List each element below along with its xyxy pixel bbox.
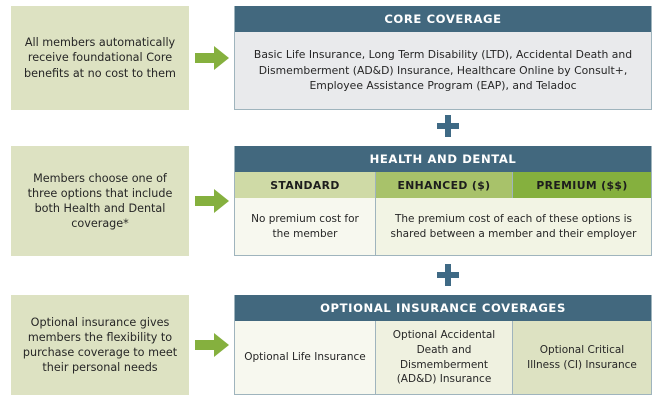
panel-header-health-and-dental: HEALTH AND DENTAL <box>235 146 651 172</box>
tier-cell-standard: No premium cost for the member <box>235 198 376 255</box>
tier-cell-enhanced-premium-merged: The premium cost of each of these option… <box>376 198 651 255</box>
callout-health-and-dental-text: Members choose one of three options that… <box>27 171 173 231</box>
arrow-cell-optional <box>189 295 234 395</box>
panel-header-optional-insurance: OPTIONAL INSURANCE COVERAGES <box>235 295 651 321</box>
tier-header-enhanced: ENHANCED ($) <box>376 172 513 198</box>
panel-body-health-and-dental: STANDARD ENHANCED ($) PREMIUM ($$) No pr… <box>235 172 651 255</box>
plus-connector-2 <box>437 264 459 286</box>
tier-header-row: STANDARD ENHANCED ($) PREMIUM ($$) <box>235 172 651 198</box>
callout-health-and-dental: Members choose one of three options that… <box>11 146 189 256</box>
section-core-coverage: All members automatically receive founda… <box>0 6 660 110</box>
optional-cell-life-insurance: Optional Life Insurance <box>235 321 376 394</box>
panel-header-core-coverage: CORE COVERAGE <box>235 6 651 32</box>
tier-header-standard: STANDARD <box>235 172 376 198</box>
panel-body-core-coverage: Basic Life Insurance, Long Term Disabili… <box>235 32 651 109</box>
callout-core-coverage-text: All members automatically receive founda… <box>24 36 176 80</box>
panel-optional-insurance: OPTIONAL INSURANCE COVERAGES Optional Li… <box>234 295 652 395</box>
tier-cells-row: No premium cost for the member The premi… <box>235 198 651 255</box>
callout-core-coverage: All members automatically receive founda… <box>11 6 189 110</box>
arrow-cell-health <box>189 146 234 256</box>
core-coverage-body-cell: Basic Life Insurance, Long Term Disabili… <box>235 32 651 109</box>
plus-icon <box>437 115 459 137</box>
right-arrow-icon <box>194 333 229 357</box>
callout-optional-insurance: Optional insurance gives members the fle… <box>11 295 189 395</box>
plus-connector-1 <box>437 115 459 137</box>
core-coverage-body-text: Basic Life Insurance, Long Term Disabili… <box>253 48 633 93</box>
panel-health-and-dental: HEALTH AND DENTAL STANDARD ENHANCED ($) … <box>234 146 652 256</box>
section-health-and-dental: Members choose one of three options that… <box>0 146 660 256</box>
tier-header-premium: PREMIUM ($$) <box>513 172 651 198</box>
optional-cells-row: Optional Life Insurance Optional Acciden… <box>235 321 651 394</box>
callout-optional-insurance-text: Optional insurance gives members the fle… <box>22 315 178 375</box>
right-arrow-icon <box>194 46 229 70</box>
section-optional-insurance: Optional insurance gives members the fle… <box>0 295 660 395</box>
plus-icon <box>437 264 459 286</box>
right-arrow-icon <box>194 189 229 213</box>
arrow-cell-core <box>189 6 234 110</box>
optional-cell-add-insurance: Optional Accidental Death and Dismemberm… <box>376 321 513 394</box>
optional-cell-critical-illness: Optional Critical Illness (CI) Insurance <box>513 321 651 394</box>
panel-core-coverage: CORE COVERAGE Basic Life Insurance, Long… <box>234 6 652 110</box>
panel-body-optional-insurance: Optional Life Insurance Optional Acciden… <box>235 321 651 394</box>
